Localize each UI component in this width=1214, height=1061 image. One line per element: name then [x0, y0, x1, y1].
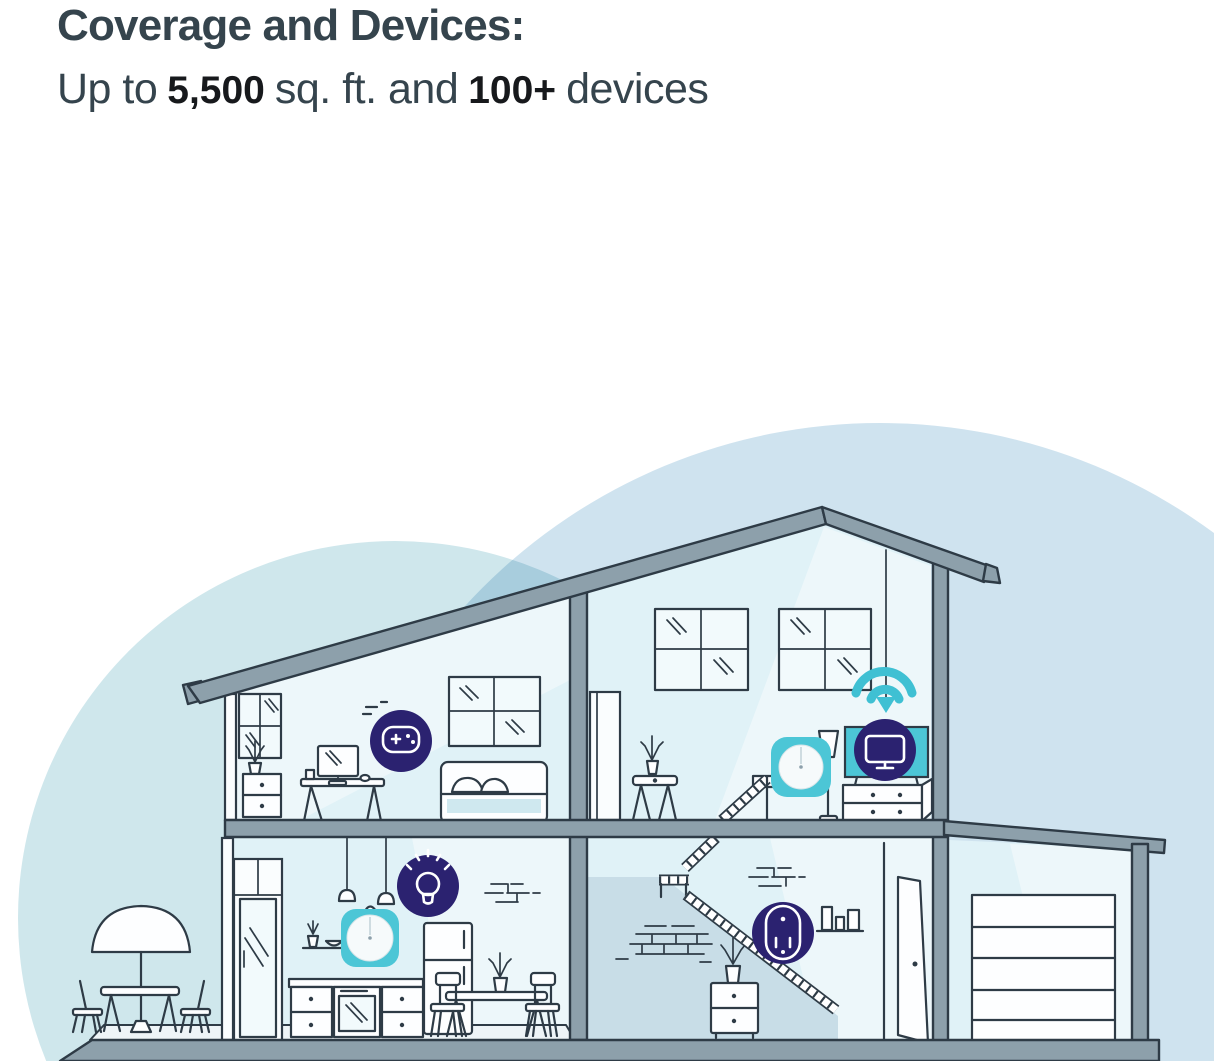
patio-chair-right — [179, 979, 212, 1034]
roof-right-eave — [981, 562, 1002, 585]
deco-unit-upper-icon — [771, 737, 831, 797]
left-wall-lower — [220, 836, 235, 1042]
dining-table — [444, 952, 549, 1038]
center-wall — [568, 590, 589, 1042]
desk — [299, 744, 386, 823]
media-window-right — [777, 607, 873, 692]
device-icons — [341, 667, 917, 967]
garage-door — [970, 893, 1117, 1049]
deco-unit-lower-icon — [341, 909, 399, 967]
desk-monitor — [316, 744, 360, 787]
page-title: Coverage and Devices: — [57, 1, 525, 50]
wifi-signal-icon — [851, 667, 917, 713]
media-window-left — [653, 607, 750, 692]
patio-umbrella — [90, 904, 192, 1034]
pendant-lamps — [337, 837, 396, 913]
wall-shelf — [301, 920, 348, 950]
devices-value: 100+ — [468, 69, 557, 112]
dining-chair-left — [429, 971, 466, 1038]
lightbulb-icon — [397, 848, 459, 917]
nightstand — [709, 937, 760, 1040]
subtitle-prefix: Up to — [57, 65, 158, 113]
smart-plug-icon — [752, 902, 814, 964]
bedroom-window — [447, 675, 542, 748]
dining-chair-right — [524, 971, 561, 1038]
subtitle-middle: sq. ft. and — [274, 65, 459, 113]
kitchen-dining — [232, 837, 561, 1044]
coverage-value: 5,500 — [167, 69, 265, 112]
upstairs-door — [588, 690, 622, 822]
ground-slab — [58, 1038, 1161, 1061]
patio-glass-door — [232, 857, 284, 1044]
house-structure — [58, 505, 1167, 1061]
media-room — [588, 549, 934, 823]
bedroom — [237, 675, 549, 830]
patio-table — [99, 985, 181, 1033]
bedroom-side-window — [237, 692, 283, 760]
desk-mouse — [359, 773, 371, 783]
right-wall — [931, 556, 950, 1044]
garage-roof — [942, 819, 1167, 855]
desk-cup — [304, 768, 316, 781]
book-shelf — [815, 905, 865, 933]
bed — [439, 760, 549, 830]
subtitle-suffix: devices — [566, 65, 709, 113]
tv-dresser — [841, 777, 934, 823]
brick-dashes-hall — [748, 867, 806, 887]
gamepad-icon — [361, 700, 432, 772]
left-wall-upper — [223, 692, 238, 822]
bedroom-dresser — [241, 772, 283, 819]
under-stairs-wall — [588, 877, 838, 1040]
brick-wall-understairs — [615, 925, 713, 963]
garage-wall — [1130, 842, 1150, 1044]
patio-chair-left — [71, 979, 104, 1034]
hall-side-table — [631, 735, 679, 822]
floor-slab — [223, 818, 950, 839]
kitchen-cabinets — [287, 977, 425, 1039]
garage — [970, 893, 1117, 1049]
tv-icon — [854, 719, 916, 781]
brick-dashes-kitchen — [484, 883, 541, 903]
